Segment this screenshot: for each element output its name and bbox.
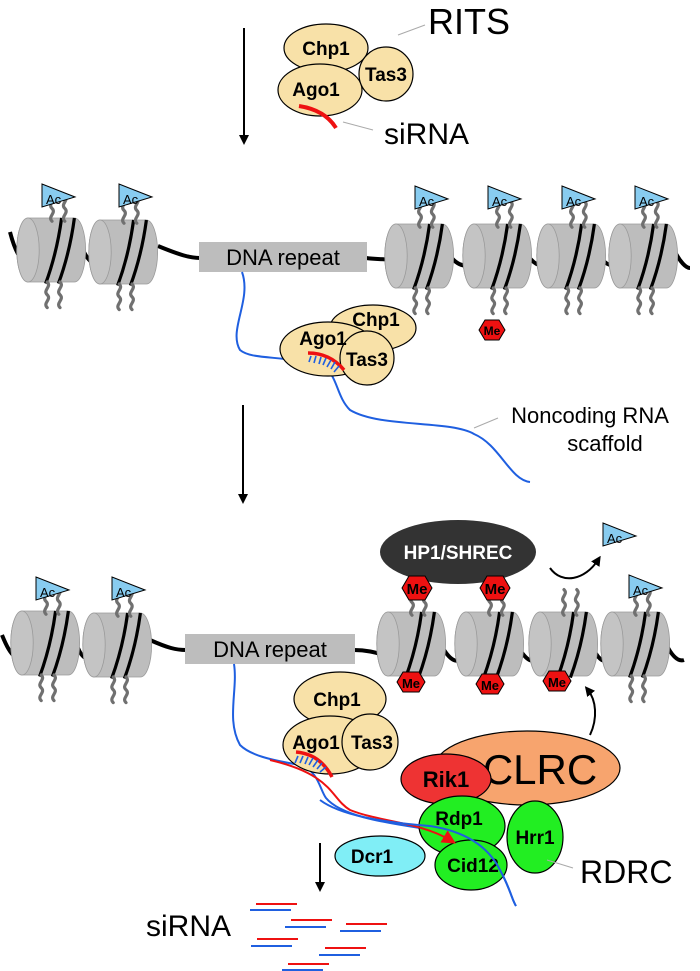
tas3-protein: [341, 713, 399, 771]
methyl-mark: Me: [475, 673, 505, 695]
svg-text:Me: Me: [402, 676, 420, 691]
ago1-label: Ago1: [292, 733, 340, 754]
sirna-label-bottom: siRNA: [146, 910, 231, 943]
svg-text:Ac: Ac: [123, 192, 139, 207]
released-acetyl-mark: Ac: [602, 522, 638, 547]
methyl-mark: Me: [396, 671, 426, 693]
acetyl-mark: Ac: [118, 183, 154, 208]
rna-to-rdrc-arrow: [269, 759, 457, 844]
acetyl-mark: Ac: [628, 574, 664, 599]
acetyl-mark: Ac: [561, 185, 597, 210]
nucleosome: [15, 194, 88, 310]
nucleosome: [453, 587, 526, 680]
svg-text:Me: Me: [484, 324, 501, 338]
dna-repeat-label: DNA repeat: [213, 637, 327, 662]
nucleosome: [461, 200, 534, 316]
sirna-duplex: [285, 919, 332, 928]
nucleosome: [535, 200, 608, 316]
sirna-rna-basepairs: [294, 755, 327, 773]
methyl-mark: Me: [401, 575, 433, 601]
nucleosome: [375, 587, 448, 680]
acetyl-mark: Ac: [41, 183, 77, 208]
svg-text:Ac: Ac: [40, 585, 56, 600]
sirna-duplexes: [250, 903, 387, 971]
sirna-rna-basepairs: [308, 355, 340, 373]
svg-text:Me: Me: [485, 581, 506, 598]
svg-text:Ac: Ac: [639, 194, 655, 209]
tas3-label: Tas3: [365, 65, 407, 86]
dna-repeat-box: [185, 634, 355, 664]
hrr1-label: Hrr1: [515, 828, 555, 849]
methylation-arrow: [584, 686, 596, 736]
hp1-shrec-label: HP1/SHREC: [404, 543, 513, 564]
nucleosome: [599, 587, 672, 704]
rits-leader-line: [397, 24, 426, 36]
nucleosome: [87, 196, 160, 312]
dcr1-label: Dcr1: [351, 847, 394, 868]
sirna-strand: [295, 750, 334, 778]
nucleosome: [383, 200, 456, 316]
acetyl-mark: Ac: [35, 576, 71, 601]
svg-text:Me: Me: [481, 678, 499, 693]
svg-text:Ac: Ac: [566, 194, 582, 209]
dcr1-protein: [334, 835, 426, 877]
hrr1-protein: [506, 800, 564, 874]
svg-text:Ac: Ac: [607, 531, 623, 546]
chp1-label: Chp1: [313, 690, 361, 711]
ago1-protein: [277, 63, 363, 117]
sirna-leader-line: [342, 121, 374, 131]
acetyl-mark: Ac: [634, 185, 670, 210]
rdrc-leader-line: [546, 859, 574, 869]
svg-text:Ac: Ac: [633, 583, 649, 598]
nucleosome: [527, 587, 600, 680]
sirna-strand: [307, 351, 346, 372]
ago1-label: Ago1: [299, 329, 347, 350]
acetyl-removal-arrow: [549, 555, 601, 580]
ago1-label: Ago1: [292, 80, 340, 101]
hp1-shrec-complex: [380, 520, 536, 584]
tas3-label: Tas3: [346, 350, 388, 371]
rits-label: RITS: [428, 1, 510, 42]
dna-repeat-label: DNA repeat: [226, 245, 340, 270]
acetyl-mark: Ac: [414, 185, 450, 210]
cid12-label: Cid12: [447, 856, 499, 877]
rna-label-line2: scaffold: [567, 431, 642, 456]
sirna-strand: [298, 104, 338, 130]
methyl-mark: Me: [478, 319, 506, 341]
svg-text:Ac: Ac: [116, 585, 132, 600]
nucleosome: [9, 586, 82, 703]
nucleosome: [81, 588, 154, 705]
svg-text:Me: Me: [407, 581, 428, 598]
nucleosome: [607, 200, 680, 316]
rdp1-label: Rdp1: [435, 809, 483, 830]
tas3-label: Tas3: [351, 733, 393, 754]
sirna-duplex: [251, 938, 298, 947]
dna-repeat-box: [199, 242, 367, 272]
sirna-duplex: [340, 923, 387, 932]
sirna-duplex: [282, 963, 329, 971]
tas3-protein: [358, 46, 414, 102]
svg-text:Ac: Ac: [419, 194, 435, 209]
methyl-mark: Me: [479, 575, 511, 601]
sirna-duplex: [250, 903, 297, 911]
methyl-mark: Me: [542, 670, 572, 692]
rna-scaffold-overlay: [319, 799, 517, 907]
chp1-label: Chp1: [352, 310, 400, 331]
svg-text:Ac: Ac: [46, 192, 62, 207]
svg-text:Me: Me: [548, 675, 566, 690]
svg-text:Ac: Ac: [492, 194, 508, 209]
rna-leader-line: [473, 417, 499, 429]
tas3-protein: [339, 330, 395, 386]
rdrc-label: RDRC: [580, 854, 672, 890]
sirna-duplex: [319, 947, 366, 956]
rik1-label: Rik1: [423, 767, 469, 792]
noncoding-rna-scaffold: [235, 271, 531, 483]
chp1-label: Chp1: [302, 39, 350, 60]
acetyl-mark: Ac: [111, 576, 147, 601]
clrc-label: CLRC: [483, 746, 597, 793]
sirna-label-top: siRNA: [384, 118, 469, 151]
acetyl-mark: Ac: [487, 185, 523, 210]
rna-label-line1: Noncoding RNA: [511, 403, 669, 428]
